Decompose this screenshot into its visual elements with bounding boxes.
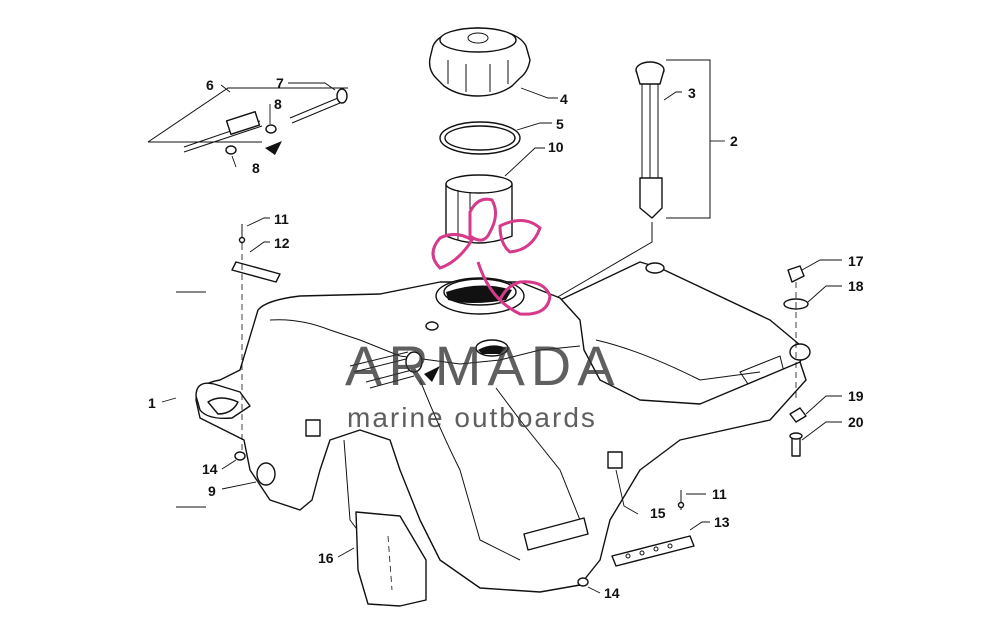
callout-5: 5	[556, 116, 564, 132]
right-fastener-stack	[783, 259, 842, 457]
watermark-subtitle: marine outboards	[347, 402, 597, 433]
callout-14a: 14	[202, 461, 218, 477]
callout-10: 10	[548, 139, 564, 155]
part-1-fuel-tank	[161, 261, 811, 593]
callout-11b: 11	[712, 486, 727, 502]
callout-11a: 11	[274, 211, 289, 227]
callout-14b: 14	[604, 585, 620, 601]
callout-2: 2	[730, 133, 738, 149]
callout-19: 19	[848, 388, 864, 404]
callout-1: 1	[148, 395, 156, 411]
part-6-bracket-assembly	[147, 82, 348, 168]
tank-mount-bolts	[349, 351, 440, 389]
callout-6: 6	[206, 77, 214, 93]
callout-18: 18	[848, 278, 864, 294]
callout-4: 4	[560, 91, 568, 107]
part-5-o-ring	[439, 121, 552, 155]
watermark-title: ARMADA	[345, 334, 621, 397]
callout-17: 17	[848, 253, 864, 269]
callout-20: 20	[848, 414, 864, 430]
part-2-fuel-sender	[555, 59, 725, 299]
callout-13: 13	[714, 514, 730, 530]
watermark-logo	[431, 197, 552, 316]
callout-labels: 1 2 3 4 5 6 7 8 8 9 10 11 11 12 13 14 14…	[148, 75, 864, 601]
part-4-fuel-cap	[428, 27, 558, 99]
callout-12: 12	[274, 235, 290, 251]
part-16-heat-shield	[337, 511, 427, 607]
part-13-right-strap	[577, 451, 710, 594]
callout-8a: 8	[274, 96, 282, 112]
callout-3: 3	[688, 85, 696, 101]
callout-16: 16	[318, 550, 334, 566]
part-9-grommet	[221, 451, 276, 490]
part-12-left-strap	[231, 217, 281, 454]
callout-15: 15	[650, 505, 666, 521]
callout-9: 9	[208, 483, 216, 499]
part-10-filler-sleeve	[445, 147, 545, 244]
callout-8b: 8	[252, 160, 260, 176]
callout-7: 7	[276, 75, 284, 91]
